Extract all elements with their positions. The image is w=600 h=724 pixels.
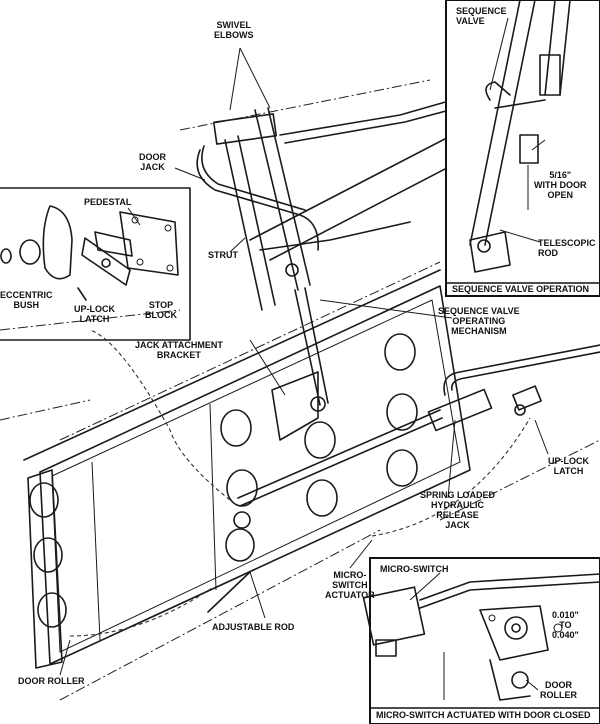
inset-sequence-valve — [445, 0, 600, 297]
label-swivel-elbows: SWIVEL ELBOWS — [214, 20, 254, 40]
label-pedestal: PEDESTAL — [84, 197, 132, 207]
label-sequence-valve-mechanism: SEQUENCE VALVE OPERATING MECHANISM — [438, 306, 520, 336]
motion-arrow-rod — [89, 329, 231, 501]
label-inset-door-roller: DOOR ROLLER — [540, 680, 577, 700]
motion-arrow-latch — [371, 417, 531, 537]
label-strut: STRUT — [208, 250, 238, 260]
label-sequence-valve: SEQUENCE VALVE — [456, 6, 507, 26]
door-panel — [0, 79, 600, 701]
label-jack-attachment-bracket: JACK ATTACHMENT BRACKET — [135, 340, 223, 360]
label-up-lock-latch-detail: UP-LOCK LATCH — [74, 304, 115, 324]
label-gap-tolerance: 0.010" TO 0.040" — [552, 610, 579, 640]
label-spring-loaded-jack: SPRING LOADED HYDRAULIC RELEASE JACK — [420, 490, 496, 530]
label-dimension-5-16: 5/16" WITH DOOR OPEN — [534, 170, 587, 200]
bracket-pivot — [310, 396, 326, 412]
label-adjustable-rod: ADJUSTABLE ROD — [212, 622, 295, 632]
micro-switch-actuator-part — [233, 511, 251, 529]
label-stop-block: STOP BLOCK — [145, 300, 177, 320]
inset-micro-switch — [362, 557, 600, 724]
door-jack-assembly — [196, 94, 473, 406]
motion-arrow-roller — [69, 587, 213, 637]
label-micro-switch: MICRO-SWITCH — [380, 564, 449, 574]
label-door-roller: DOOR ROLLER — [18, 676, 85, 686]
leader-lines — [59, 17, 549, 691]
label-micro-switch-actuator: MICRO- SWITCH ACTUATOR — [325, 570, 375, 600]
label-telescopic-rod: TELESCOPIC ROD — [538, 238, 596, 258]
jack-attachment-bracket — [271, 371, 319, 441]
lightening-holes — [29, 333, 418, 628]
label-up-lock-latch: UP-LOCK LATCH — [548, 456, 589, 476]
label-eccentric-bush: ECCENTRIC BUSH — [0, 290, 53, 310]
caption-micro-switch: MICRO-SWITCH ACTUATED WITH DOOR CLOSED — [376, 710, 591, 720]
pedestal-detail — [0, 187, 191, 341]
release-rod-assembly — [207, 344, 600, 613]
caption-sequence-valve-operation: SEQUENCE VALVE OPERATION — [452, 284, 590, 294]
label-door-jack: DOOR JACK — [139, 152, 166, 172]
